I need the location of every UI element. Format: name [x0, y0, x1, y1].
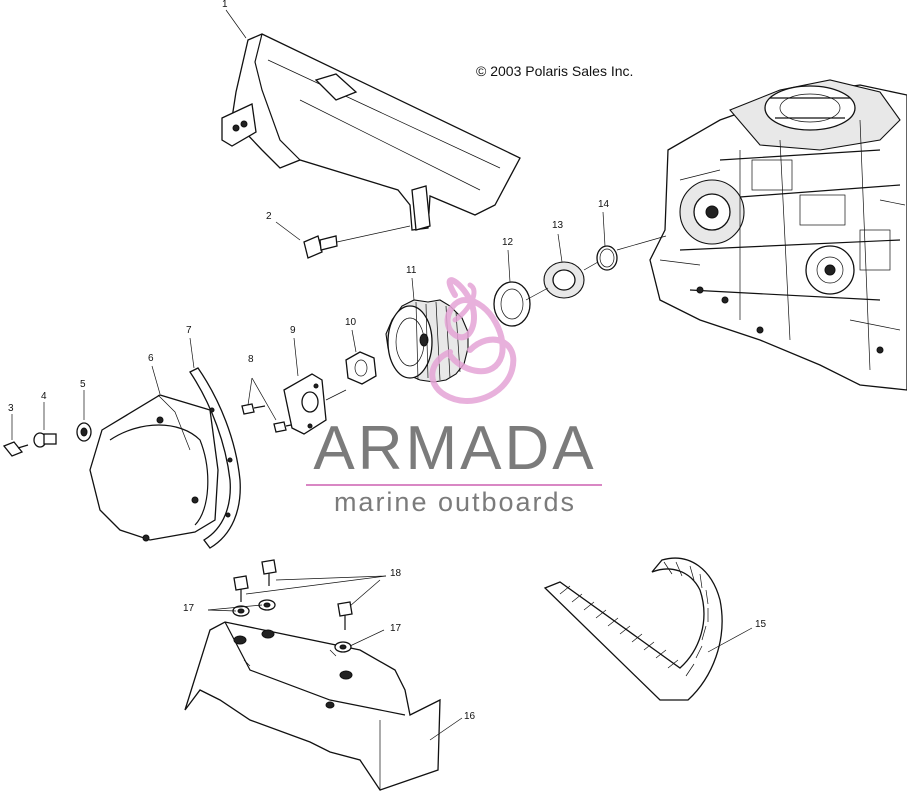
callout-14: 14 — [598, 199, 610, 210]
callout-4: 4 — [41, 391, 47, 402]
bushing-4 — [33, 432, 57, 448]
callout-1: 1 — [222, 0, 228, 10]
screw-3 — [2, 441, 29, 457]
callout-5: 5 — [80, 379, 86, 390]
lower-belt-guard — [184, 621, 441, 792]
grommet-5 — [76, 422, 92, 442]
bolts-18 — [233, 559, 353, 630]
callout-15: 15 — [755, 619, 767, 630]
callout-7: 7 — [186, 325, 192, 336]
watermark-divider — [306, 484, 602, 486]
drive-belt — [543, 557, 723, 701]
leader-lines — [11, 9, 753, 741]
washers-17 — [232, 599, 352, 653]
callout-17-left: 17 — [183, 603, 195, 614]
cover-gasket — [189, 367, 241, 549]
o-ring-14 — [583, 235, 667, 271]
screws-8 — [241, 377, 297, 433]
bearing-13 — [525, 261, 585, 301]
callout-10: 10 — [345, 317, 357, 328]
callout-9: 9 — [290, 325, 296, 336]
callout-17-right: 17 — [390, 623, 402, 634]
callout-6: 6 — [148, 353, 154, 364]
callout-13: 13 — [552, 220, 564, 231]
callout-8: 8 — [248, 354, 254, 365]
retainer-plate — [283, 373, 347, 435]
nut-10 — [345, 351, 377, 385]
drive-sprocket — [385, 299, 469, 383]
callout-3: 3 — [8, 403, 14, 414]
oil-seal-12 — [493, 281, 531, 327]
callout-18: 18 — [390, 568, 402, 579]
callout-11: 11 — [406, 265, 417, 276]
copyright-notice: © 2003 Polaris Sales Inc. — [476, 63, 634, 79]
callout-12: 12 — [502, 237, 514, 248]
bolt-2 — [303, 225, 411, 259]
watermark-tagline: marine outboards — [333, 487, 577, 517]
upper-belt-guard — [221, 33, 521, 231]
callout-16: 16 — [464, 711, 476, 722]
engine-block — [649, 79, 907, 391]
watermark-brand: ARMADA — [313, 414, 597, 483]
callout-2: 2 — [266, 211, 272, 222]
watermark-logo-mark — [429, 277, 517, 404]
outer-belt-cover — [89, 394, 219, 542]
